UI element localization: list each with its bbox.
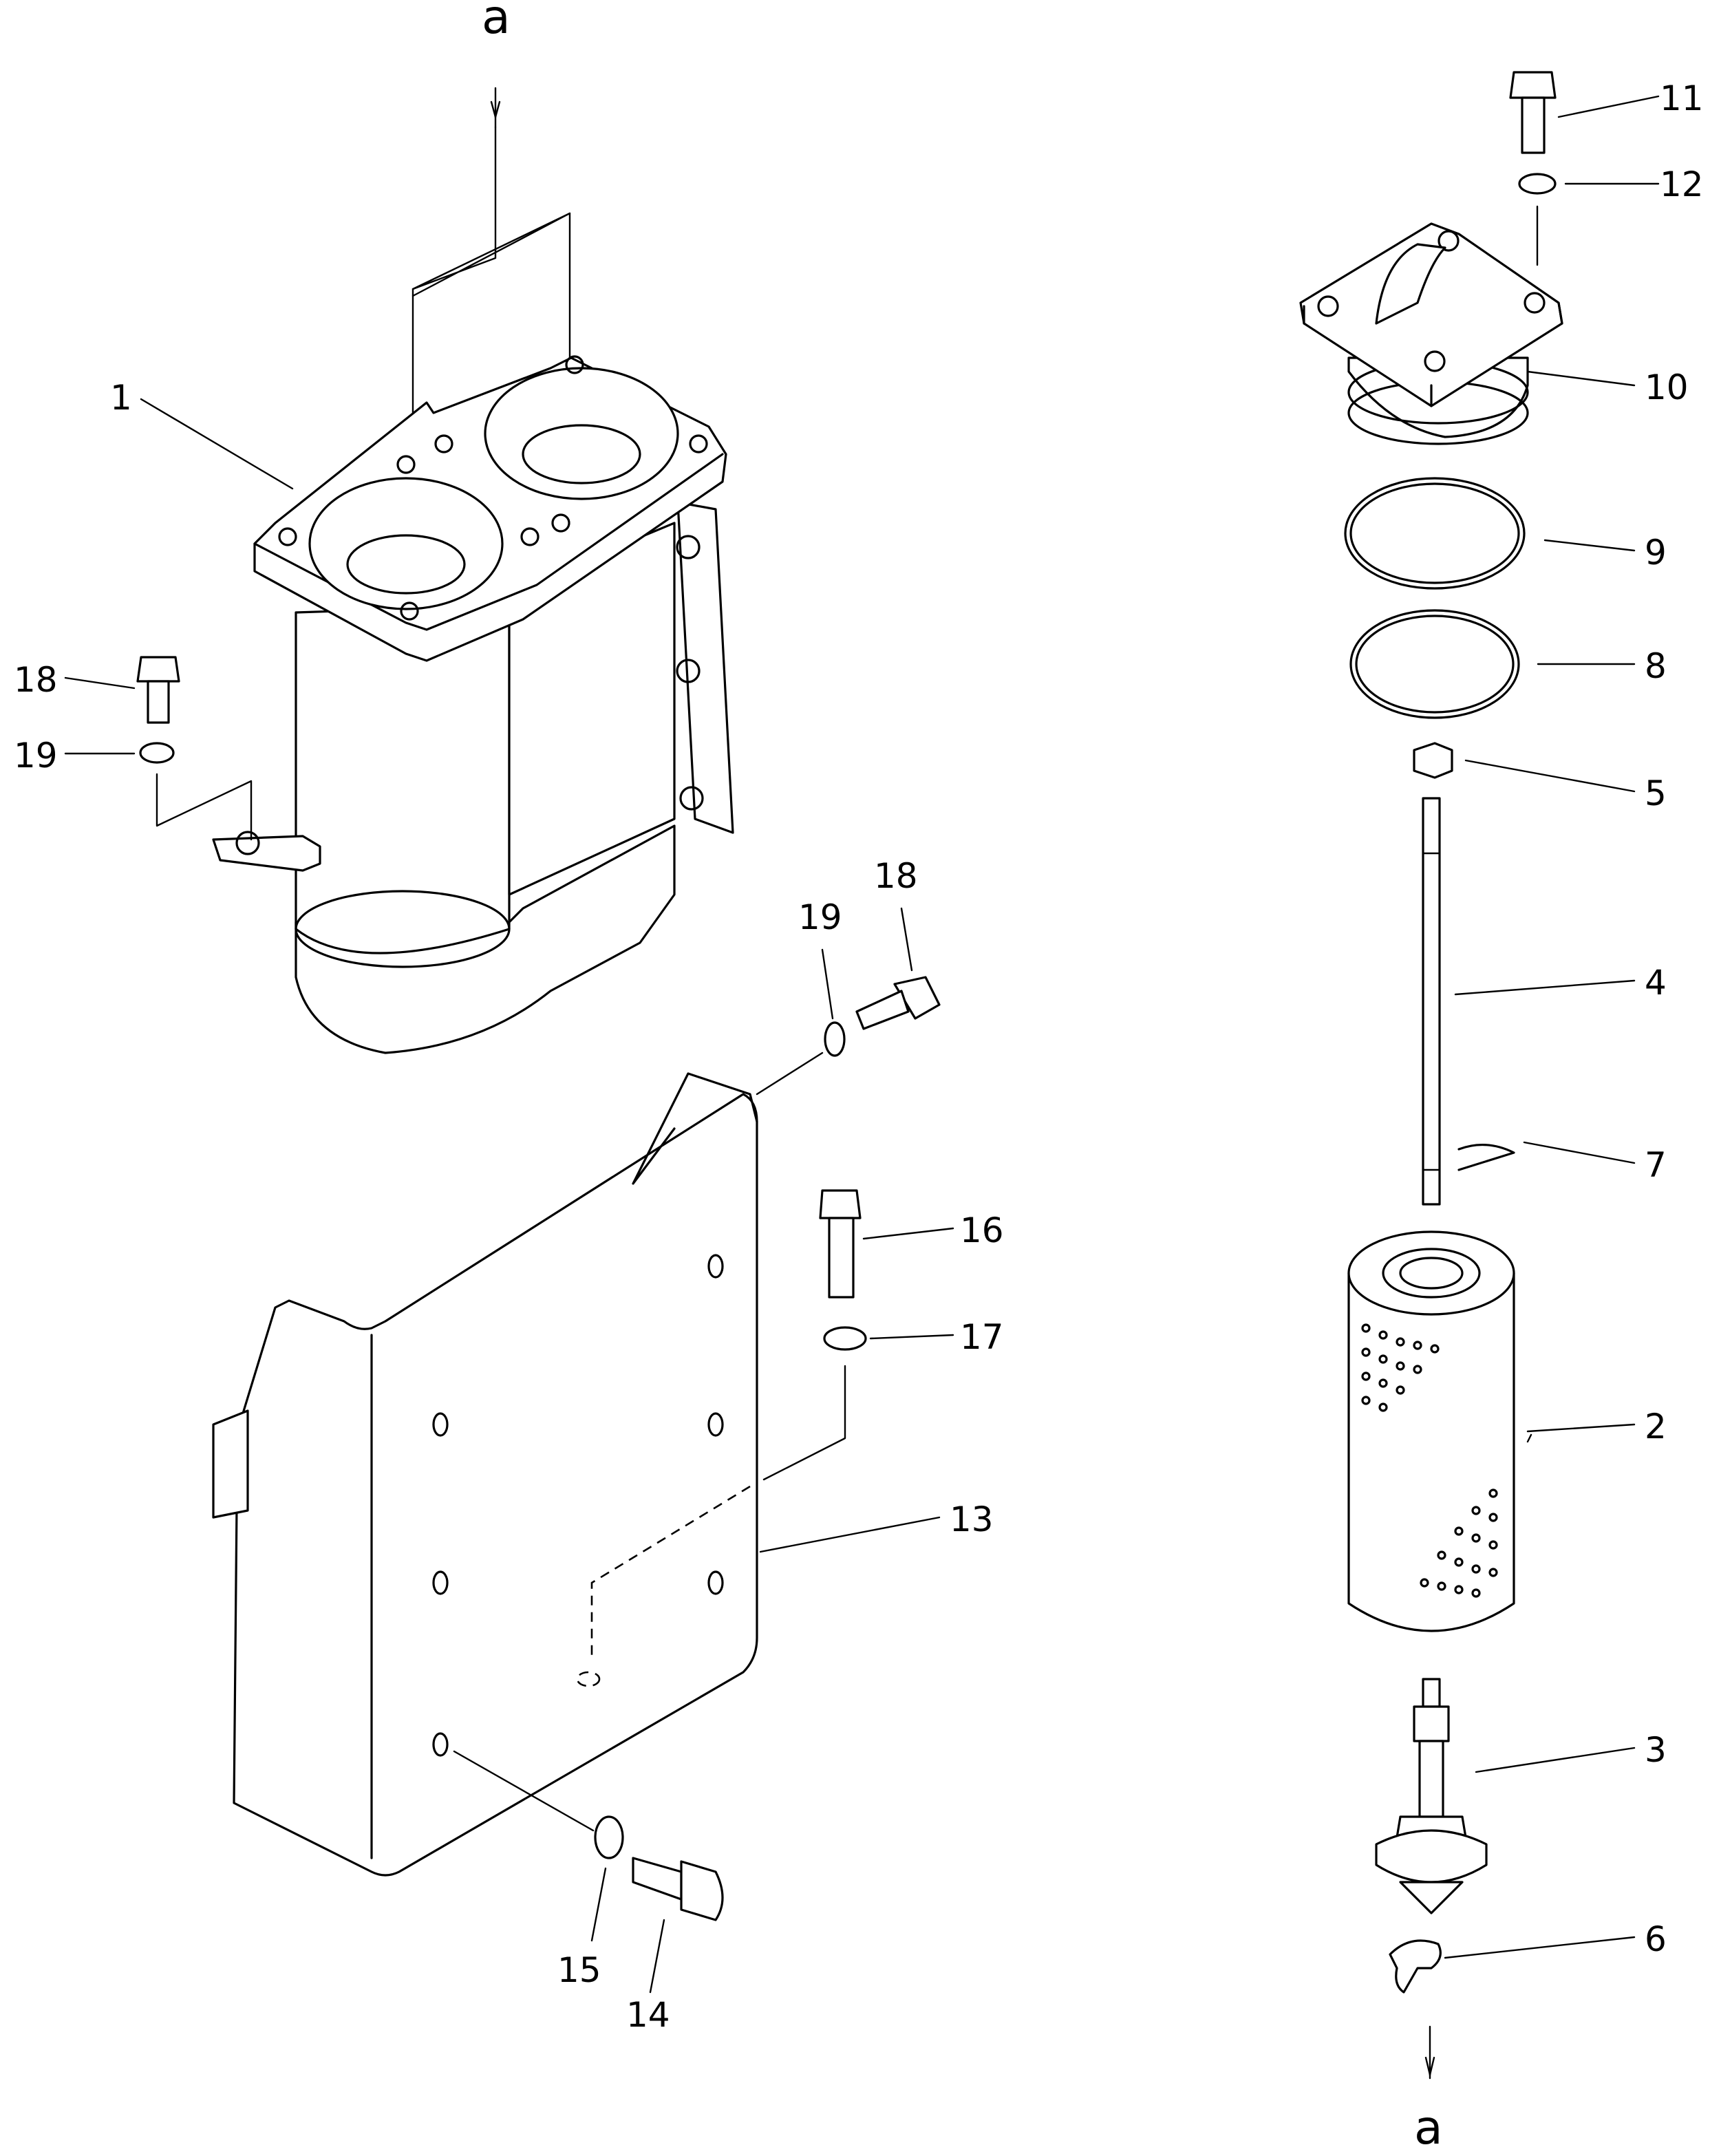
view-mark-top-label: a	[482, 0, 511, 45]
o-ring-part-9	[1344, 477, 1526, 590]
callout-5: 5	[1645, 773, 1667, 813]
leader-washer-17-to-plate	[762, 1365, 846, 1481]
washer-part-17	[823, 1326, 867, 1351]
view-mark-bottom-label: a	[1414, 2101, 1443, 2155]
leader-washer-19-to-plate	[756, 1052, 824, 1096]
callout-9: 9	[1645, 533, 1667, 573]
pin-part-7	[1457, 1144, 1515, 1171]
callout-2: 2	[1645, 1407, 1667, 1447]
washer-part-19-left	[139, 742, 175, 764]
bracket-plate-part-13	[212, 1072, 758, 1877]
callout-12: 12	[1660, 164, 1704, 204]
callout-15: 15	[557, 1950, 601, 1990]
wing-part-6	[1389, 1939, 1442, 1994]
washer-part-15	[594, 1815, 624, 1859]
view-mark-a-top: a	[482, 0, 511, 129]
bolt-part-18-left	[136, 656, 180, 724]
callout-19-left: 19	[14, 736, 58, 776]
bolt-part-14	[632, 1857, 724, 1921]
callout-7: 7	[1645, 1145, 1667, 1185]
callout-leaders	[64, 95, 1660, 1994]
filter-element-part-2	[1347, 1230, 1515, 1632]
filter-case-part-1	[212, 355, 734, 1054]
o-ring-part-8	[1349, 609, 1520, 719]
bolt-part-11	[1509, 71, 1557, 154]
perforation-holes	[1361, 1323, 1498, 1598]
callout-14: 14	[626, 1995, 670, 2035]
washer-part-12	[1518, 173, 1557, 195]
callout-17: 17	[960, 1317, 1004, 1357]
callout-4: 4	[1645, 963, 1667, 1003]
washer-part-19-right	[824, 1021, 846, 1057]
callout-6: 6	[1645, 1919, 1667, 1959]
leader-bolt-18-to-tab	[156, 773, 253, 841]
cover-part-10	[1299, 222, 1563, 445]
callout-18-right: 18	[874, 856, 918, 896]
bolt-part-18-right	[855, 976, 941, 1030]
callout-8: 8	[1645, 646, 1667, 686]
callout-16: 16	[960, 1210, 1004, 1250]
drain-plug-part-3	[1375, 1678, 1488, 1914]
callout-18-left: 18	[14, 660, 58, 700]
callout-numbers: 1 2 3 4 5 6 7 8 9 10 11 12 13 14 15 16 1…	[14, 78, 1704, 2035]
leader-hole-to-washer-15	[453, 1750, 595, 1832]
bolt-part-16	[819, 1189, 862, 1299]
callout-3: 3	[1645, 1730, 1667, 1770]
callout-13: 13	[950, 1499, 994, 1539]
callout-10: 10	[1645, 367, 1689, 407]
nut-part-5	[1413, 742, 1453, 779]
rod-part-4	[1422, 797, 1441, 1206]
callout-1: 1	[110, 378, 132, 418]
view-mark-a-bottom: a	[1414, 2025, 1443, 2155]
callout-19-right: 19	[798, 897, 842, 937]
callout-11: 11	[1660, 78, 1704, 118]
